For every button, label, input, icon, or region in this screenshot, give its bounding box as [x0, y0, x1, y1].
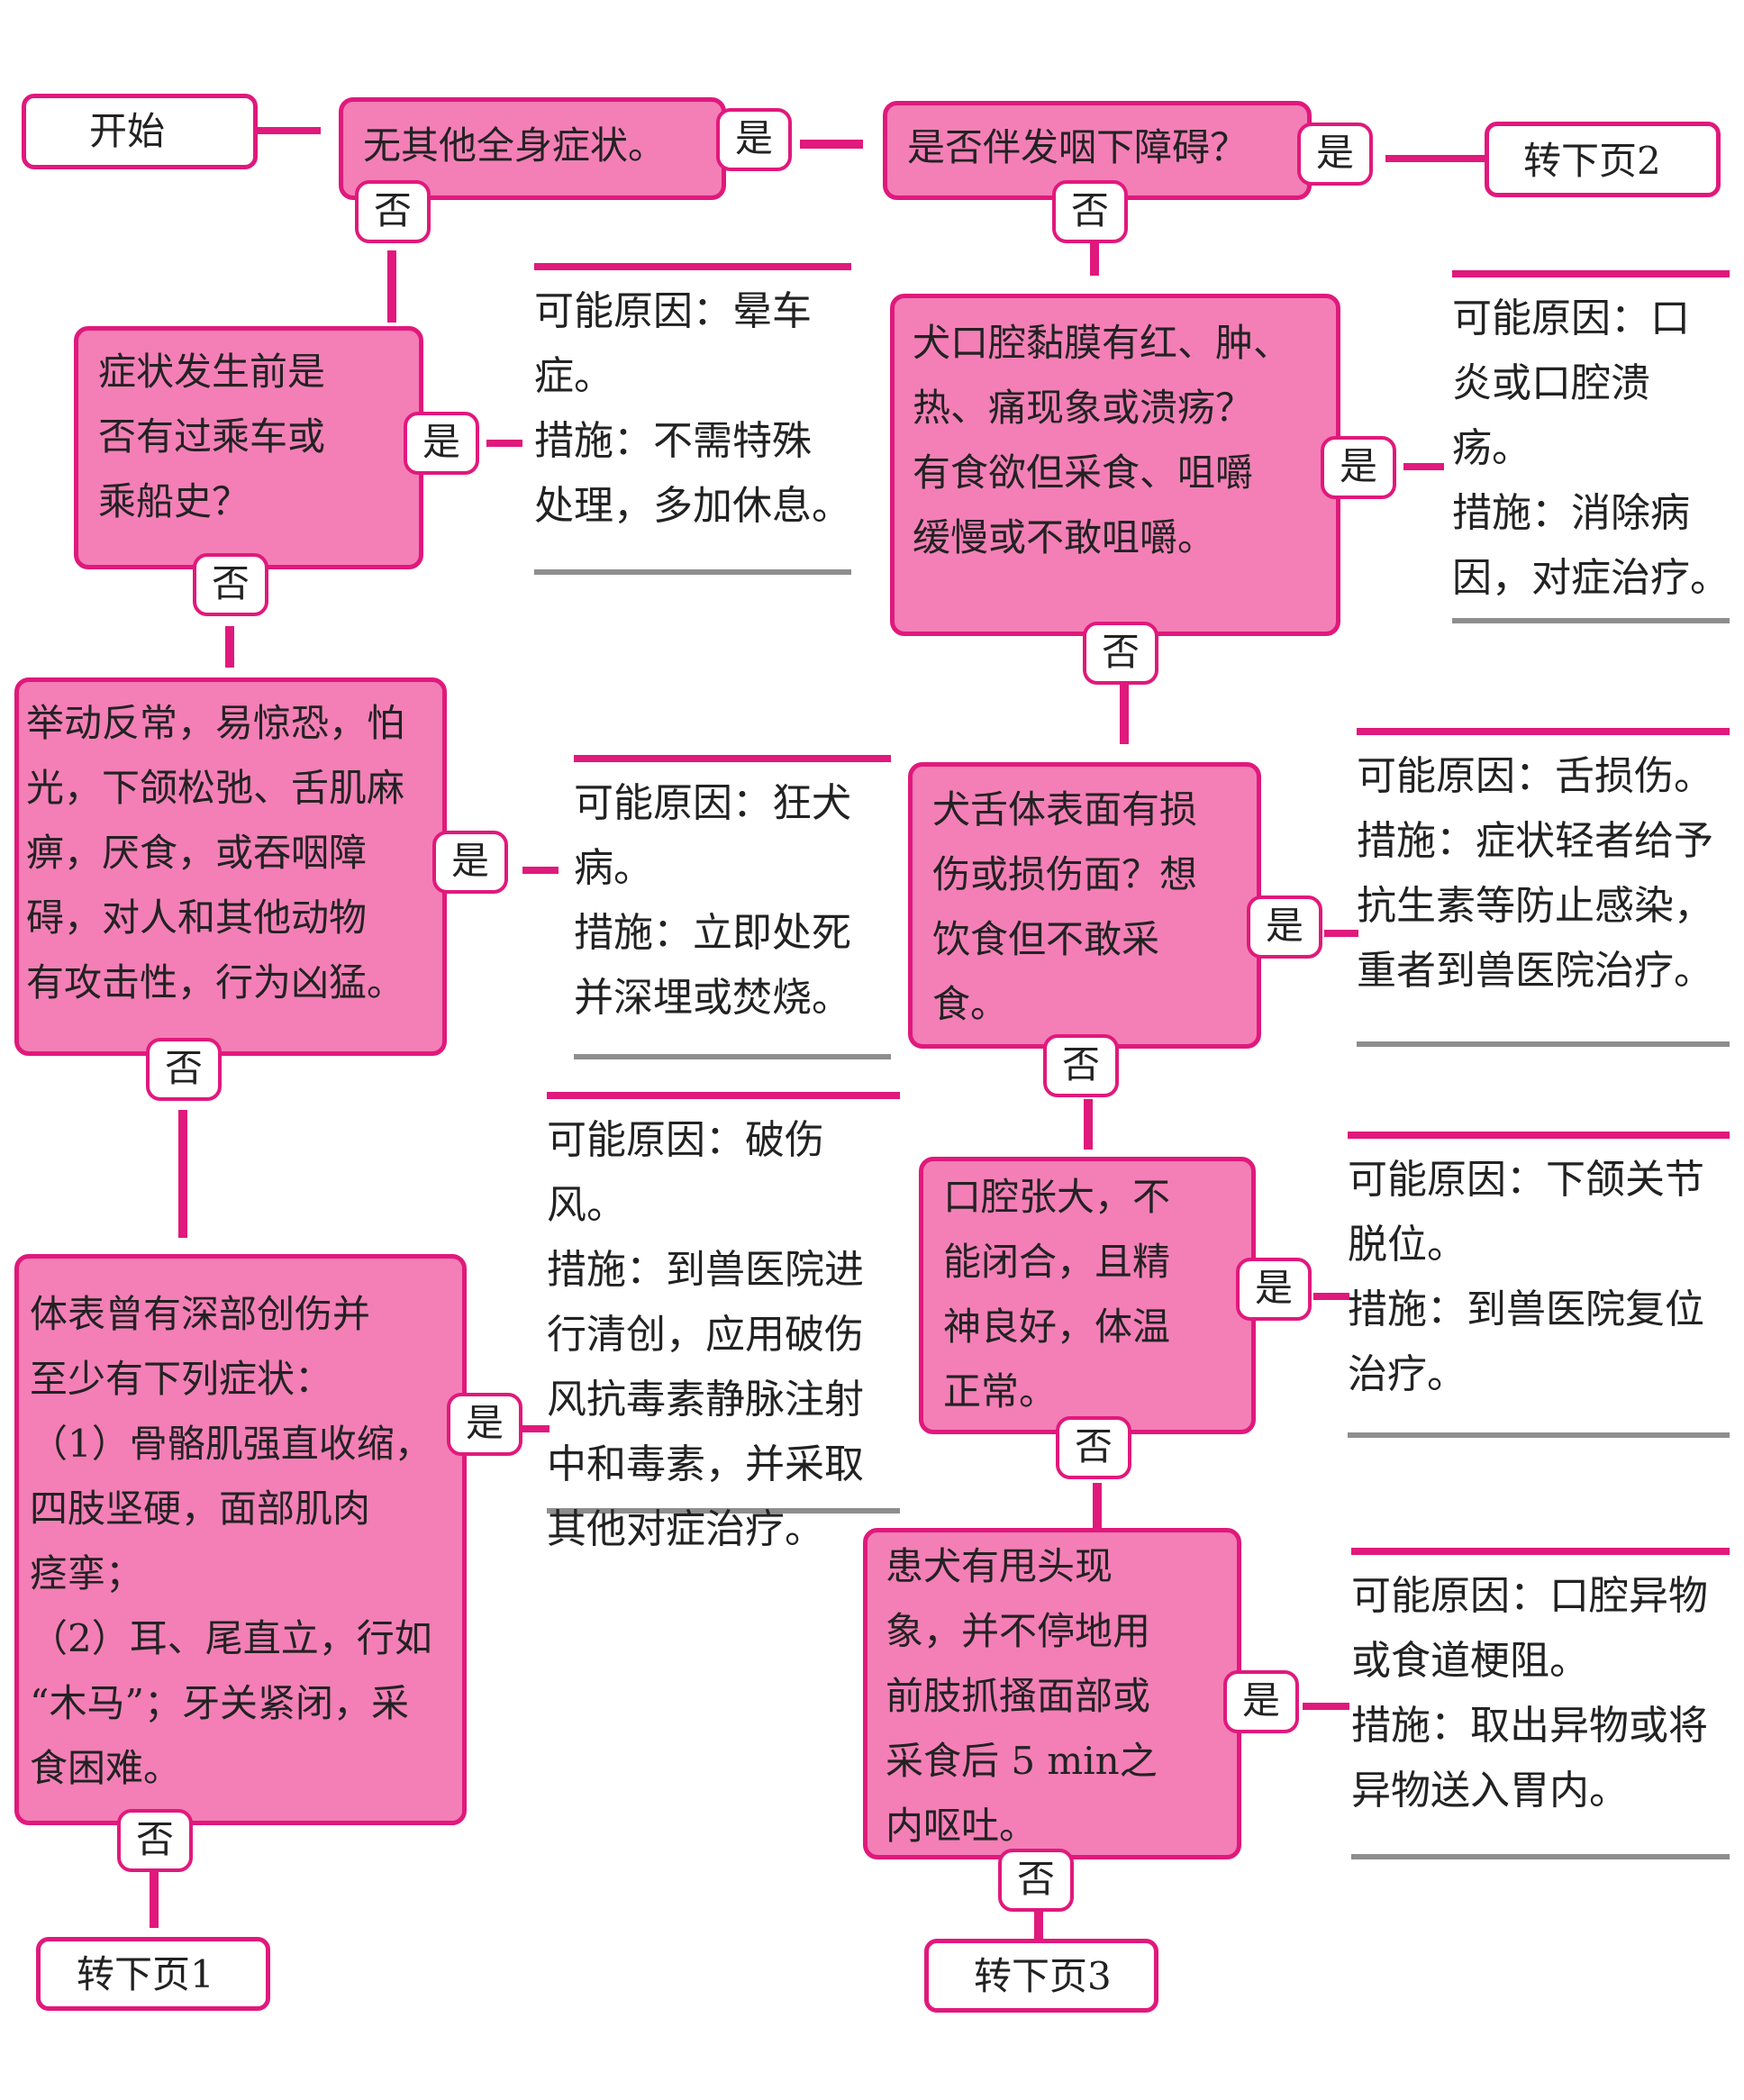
goto-page3-node[interactable]: 转下页3 [924, 1939, 1158, 2013]
jaw-yes-label: 是 [1236, 1258, 1312, 1321]
info-tetanus: 可能原因：破伤风。 措施：到兽医院进 行清创，应用破伤 风抗毒素静脉注射 中和毒… [547, 1092, 900, 1552]
line-rabies-info [522, 867, 559, 874]
line-foreign-goto3 [1034, 1910, 1043, 1939]
info-foreign-body: 可能原因：口腔异物 或食道梗阻。 措施：取出异物或将 异物送入胃内。 [1351, 1548, 1730, 1859]
line-swallow-goto2 [1385, 155, 1503, 162]
foreign-yes-label: 是 [1223, 1670, 1299, 1733]
line-jaw-foreign [1093, 1483, 1102, 1528]
info-carsick: 可能原因：晕车 症。 措施：不需特殊 处理，多加休息。 [534, 263, 851, 575]
line-swallow-stomatitis [1090, 240, 1099, 276]
q-foreign-body-node: 患犬有甩头现 象，并不停地用 前肢抓搔面部或 采食后 5 min之 内呕吐。 [863, 1528, 1241, 1859]
q-tetanus-node: 体表曾有深部创伤并 至少有下列症状： （1）骨骼肌强直收缩， 四肢坚硬，面部肌肉… [14, 1254, 467, 1825]
info-stomatitis: 可能原因：口 炎或口腔溃 疡。 措施：消除病 因，对症治疗。 [1452, 270, 1730, 623]
rabies-yes-label: 是 [432, 831, 508, 894]
goto-page1-node[interactable]: 转下页1 [36, 1937, 270, 2011]
line-stomatitis-info [1403, 463, 1444, 470]
line-q1-swallow [800, 140, 863, 149]
rabies-no-label: 否 [146, 1038, 222, 1101]
car-yes-label: 是 [404, 412, 479, 475]
q-jaw-node: 口腔张大，不 能闭合，且精 神良好，体温 正常。 [919, 1157, 1256, 1434]
stomatitis-yes-label: 是 [1321, 436, 1396, 499]
info-rabies: 可能原因：狂犬 病。 措施：立即处死 并深埋或焚烧。 [574, 755, 891, 1059]
info-jaw: 可能原因：下颌关节 脱位。 措施：到兽医院复位 治疗。 [1348, 1132, 1730, 1438]
line-car-info [486, 440, 522, 447]
line-car-rabies [225, 626, 234, 668]
q-car-history-node: 症状发生前是 否有过乘车或 乘船史？ [74, 326, 423, 569]
stomatitis-no-label: 否 [1083, 622, 1158, 685]
tetanus-no-label: 否 [117, 1809, 193, 1872]
tetanus-yes-label: 是 [447, 1393, 522, 1456]
tongue-yes-label: 是 [1247, 895, 1322, 959]
q-tongue-node: 犬舌体表面有损 伤或损伤面？想 饮食但不敢采 食。 [908, 762, 1261, 1049]
line-rabies-tetanus [178, 1110, 187, 1238]
line-foreign-info [1303, 1703, 1349, 1710]
info-tongue: 可能原因：舌损伤。 措施：症状轻者给予 抗生素等防止感染， 重者到兽医院治疗。 [1357, 728, 1730, 1047]
line-jaw-info [1313, 1293, 1349, 1300]
line-tetanus-info [509, 1425, 550, 1432]
q1-no-other-symptoms-node: 无其他全身症状。 [339, 97, 726, 200]
swallow-no-label: 否 [1052, 180, 1128, 243]
goto-page2-node[interactable]: 转下页2 [1485, 122, 1721, 197]
line-tongue-info [1324, 930, 1358, 937]
swallow-yes-label: 是 [1297, 123, 1373, 186]
line-tetanus-goto1 [150, 1872, 159, 1928]
foreign-no-label: 否 [998, 1849, 1074, 1912]
line-stomatitis-tongue [1120, 683, 1129, 744]
tongue-no-label: 否 [1043, 1034, 1119, 1097]
q-stomatitis-node: 犬口腔黏膜有红、肿、 热、痛现象或溃疡？ 有食欲但采食、咀嚼 缓慢或不敢咀嚼。 [890, 294, 1340, 636]
q1-no-label: 否 [355, 180, 431, 243]
q1-yes-label: 是 [716, 108, 792, 171]
q-rabies-node: 举动反常，易惊恐，怕 光，下颌松弛、舌肌麻 痹，厌食，或吞咽障 碍，对人和其他动… [14, 677, 447, 1056]
jaw-no-label: 否 [1056, 1416, 1131, 1479]
car-no-label: 否 [193, 553, 268, 616]
line-start-q1 [258, 127, 321, 134]
line-q1-car [387, 250, 396, 323]
start-node: 开始 [22, 94, 258, 169]
line-tongue-jaw [1084, 1099, 1093, 1150]
